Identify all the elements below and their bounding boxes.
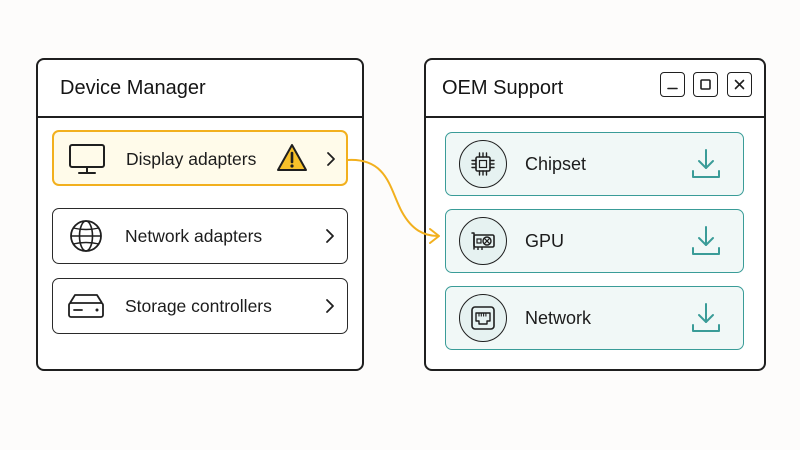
driver-item-label: GPU	[525, 231, 565, 251]
device-row-label: Storage controllers	[125, 296, 272, 316]
gpu-icon	[471, 232, 495, 250]
driver-item-label: Network	[525, 308, 592, 328]
oem-support-titlebar: OEM Support	[426, 60, 764, 118]
chevron-right-icon	[326, 229, 334, 243]
minimize-icon	[667, 87, 678, 90]
device-manager-titlebar: Device Manager	[38, 60, 362, 118]
chip-icon	[471, 152, 495, 176]
device-row-display-adapters[interactable]: Display adapters	[52, 130, 348, 186]
driver-item-chipset[interactable]: Chipset	[445, 132, 744, 196]
ethernet-port-icon-badge	[459, 294, 507, 342]
download-icon[interactable]	[690, 147, 722, 181]
oem-support-window: OEM Support	[424, 58, 766, 371]
close-button[interactable]	[727, 72, 752, 97]
download-icon[interactable]	[690, 224, 722, 258]
driver-item-gpu[interactable]: GPU	[445, 209, 744, 273]
download-icon[interactable]	[690, 301, 722, 335]
driver-item-label: Chipset	[525, 154, 587, 174]
monitor-icon	[69, 144, 105, 174]
chevron-right-icon	[327, 152, 335, 166]
device-row-storage-controllers[interactable]: Storage controllers	[52, 278, 348, 334]
maximize-button[interactable]	[693, 72, 718, 97]
globe-icon	[70, 220, 102, 252]
device-row-network-adapters[interactable]: Network adapters	[52, 208, 348, 264]
warning-icon	[277, 144, 307, 171]
drive-icon	[68, 294, 104, 318]
minimize-button[interactable]	[660, 72, 685, 97]
ethernet-port-icon	[471, 306, 495, 330]
maximize-icon	[700, 79, 711, 90]
chevron-right-icon	[326, 299, 334, 313]
device-manager-title: Device Manager	[60, 77, 206, 99]
chip-icon-badge	[459, 140, 507, 188]
driver-item-network[interactable]: Network	[445, 286, 744, 350]
device-row-label: Network adapters	[125, 226, 263, 246]
device-manager-window: Device Manager Display adapters	[36, 58, 364, 371]
device-row-label: Display adapters	[126, 149, 257, 169]
oem-support-title: OEM Support	[442, 77, 564, 99]
gpu-icon-badge	[459, 217, 507, 265]
close-icon	[734, 79, 745, 90]
